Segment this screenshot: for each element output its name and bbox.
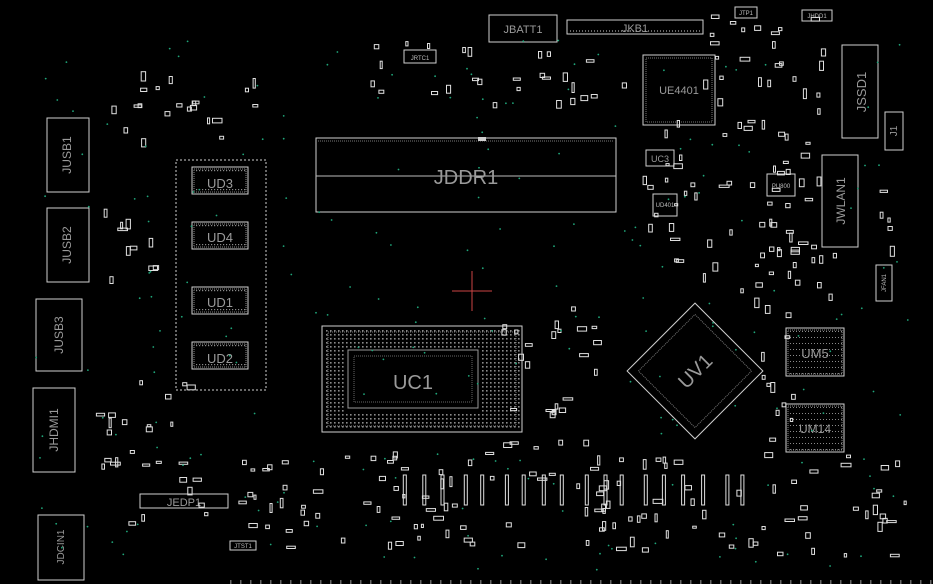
jdcin1-label: JDCIN1: [56, 529, 67, 564]
jusb3-label: JUSB3: [52, 316, 66, 354]
jusb2-label: JUSB2: [60, 226, 74, 264]
jfan1-connector[interactable]: JFAN1: [875, 264, 893, 302]
uv1-label: UV1: [674, 350, 717, 393]
jbatt1-label: JBATT1: [504, 24, 543, 36]
ud3-label: UD3: [207, 176, 233, 191]
jdcin1-connector[interactable]: JDCIN1: [37, 514, 85, 581]
jwlan1-connector[interactable]: JWLAN1: [821, 154, 859, 248]
jedp1-label: JEDP1: [167, 497, 201, 509]
jkb1-label: JKB1: [622, 23, 648, 35]
um5-label: UM5: [801, 346, 828, 361]
jrtc1-label: JRTC1: [411, 56, 430, 62]
jfan1-label: JFAN1: [882, 273, 888, 292]
jddr1-label: JDDR1: [434, 167, 498, 189]
ball-grid-details: [196, 170, 842, 450]
jusb2-connector[interactable]: JUSB2: [46, 207, 90, 283]
um14-chip[interactable]: UM14: [785, 403, 845, 453]
jusb1-connector[interactable]: JUSB1: [46, 117, 90, 193]
jhdd1-connector[interactable]: JHDD1: [801, 9, 833, 22]
ud401-chip[interactable]: UD401: [652, 193, 678, 217]
memory-area-outline: [175, 159, 267, 391]
jssd1-connector[interactable]: JSSD1: [841, 44, 879, 139]
jwlan1-label: JWLAN1: [834, 177, 848, 225]
pu800-chip[interactable]: PU800: [766, 173, 796, 197]
jtst1-label: JTST1: [234, 544, 252, 550]
jbatt1-connector[interactable]: JBATT1: [488, 14, 558, 43]
jtp1-connector[interactable]: JTP1: [734, 6, 758, 19]
um5-chip[interactable]: UM5: [785, 327, 845, 377]
ud1-label: UD1: [207, 295, 233, 310]
ud3-chip[interactable]: UD3: [191, 166, 249, 195]
uc1-label: UC1: [393, 372, 433, 394]
jhdmi1-label: JHDMI1: [47, 408, 61, 452]
uv1-gpu[interactable]: UV1: [626, 302, 764, 440]
crosshair: [452, 271, 492, 311]
jkb1-connector[interactable]: JKB1: [566, 19, 704, 35]
ud4-label: UD4: [207, 230, 233, 245]
ue4401-chip[interactable]: UE4401: [642, 54, 716, 126]
um14-label: UM14: [799, 422, 831, 436]
jddr1-slot[interactable]: JDDR1: [315, 137, 617, 213]
jssd1-label: JSSD1: [854, 72, 869, 112]
jtp1-label: JTP1: [739, 11, 754, 17]
ud2-chip[interactable]: UD2: [191, 341, 249, 370]
jedp1-connector[interactable]: JEDP1: [139, 493, 229, 509]
smd-components: [95, 14, 932, 584]
j1-label: J1: [889, 125, 900, 136]
ud4-chip[interactable]: UD4: [191, 221, 249, 250]
ud1-chip[interactable]: UD1: [191, 286, 249, 315]
jtst1-connector[interactable]: JTST1: [229, 540, 257, 551]
uc3-chip[interactable]: UC3: [645, 149, 675, 167]
ud401-label: UD401: [656, 203, 675, 209]
jhdmi1-connector[interactable]: JHDMI1: [32, 387, 76, 473]
uc1-cpu[interactable]: UC1: [321, 325, 523, 433]
uc3-label: UC3: [651, 154, 669, 164]
ue4401-label: UE4401: [659, 85, 699, 97]
ud2-label: UD2: [207, 351, 233, 366]
jrtc1-connector[interactable]: JRTC1: [403, 49, 437, 64]
j1-connector[interactable]: J1: [884, 111, 904, 151]
via-dots: [35, 39, 909, 571]
jusb1-label: JUSB1: [60, 136, 74, 174]
pu800-label: PU800: [772, 184, 791, 190]
jusb3-connector[interactable]: JUSB3: [35, 298, 83, 372]
